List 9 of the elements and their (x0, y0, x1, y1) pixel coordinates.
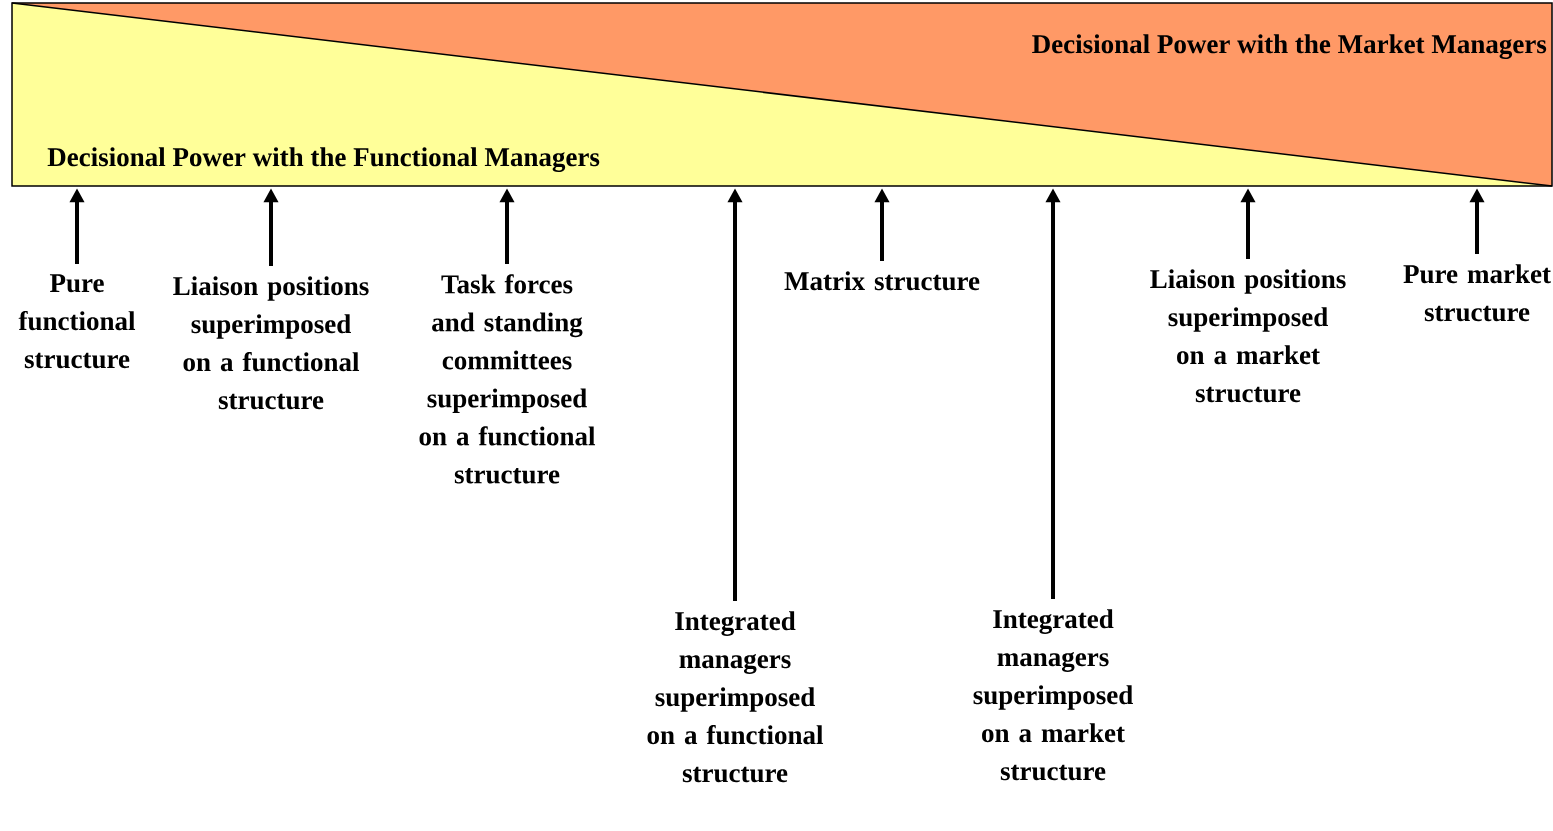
structure-label: Matrix structure (784, 271, 980, 291)
structure-label: Task forces and standing committees superimposed on a functional structure (419, 274, 596, 484)
structure-label: Integrated managers superimposed on a functional structure (647, 611, 824, 783)
structure-label: Liaison positions superimposed on a market structure (1150, 269, 1346, 403)
structure-label: Liaison positions superimposed on a functional structure (173, 276, 369, 410)
structure-label: Pure market structure (1403, 264, 1551, 322)
triangle-region: Decisional Power with the Market Managers (1032, 34, 1547, 59)
structure-label: Integrated managers superimposed on a market structure (973, 609, 1133, 781)
structure-label: Pure functional structure (18, 274, 136, 369)
